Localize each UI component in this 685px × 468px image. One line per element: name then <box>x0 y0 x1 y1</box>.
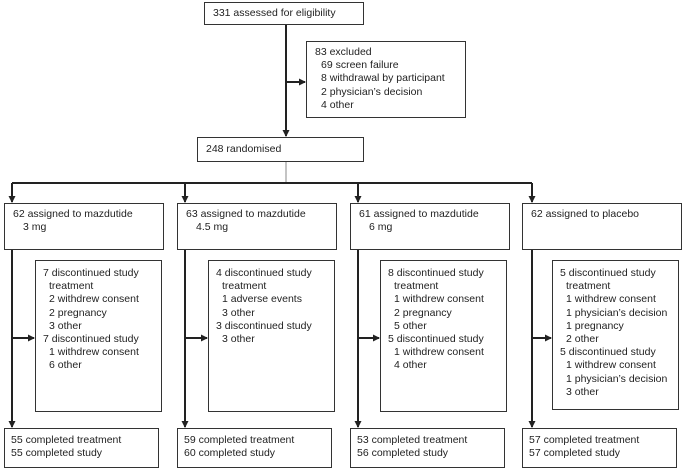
discontinued-line: treatment <box>566 280 611 293</box>
discontinued-line: 1 withdrew consent <box>49 346 139 359</box>
excluded-title: 83 excluded <box>315 46 372 58</box>
screening-text: 331 assessed for eligibility <box>213 7 336 19</box>
screening-box: 331 assessed for eligibility <box>204 2 364 25</box>
discontinued-line: 4 other <box>394 359 427 372</box>
discontinued-line: treatment <box>394 280 439 293</box>
discontinued-line: 1 physician’s decision <box>566 372 668 385</box>
discontinued-line: 3 discontinued study <box>216 319 312 332</box>
discontinued-line: 1 adverse events <box>222 293 302 306</box>
completed-treatment: 53 completed treatment <box>357 434 468 446</box>
arm-dose: 4.5 mg <box>196 221 229 234</box>
discontinued-line: 3 other <box>222 306 255 319</box>
discontinued-line: 1 physician’s decision <box>566 306 668 319</box>
discontinued-line: 1 withdrew consent <box>394 293 484 306</box>
completed-treatment: 57 completed treatment <box>529 434 640 446</box>
discontinued-line: treatment <box>222 280 267 293</box>
excluded-reason: 2 physician’s decision <box>321 85 423 98</box>
discontinued-line: 1 withdrew consent <box>566 359 656 372</box>
discontinued-line: treatment <box>49 280 94 293</box>
randomised-box: 248 randomised <box>197 137 364 162</box>
discontinued-line: 2 withdrew consent <box>49 293 139 306</box>
arm-assigned-count: 63 assigned to mazdutide <box>186 208 306 220</box>
discontinued-line: 3 other <box>222 333 255 346</box>
discontinued-line: 3 other <box>49 319 82 332</box>
discontinued-line: 1 pregnancy <box>566 319 624 332</box>
completed-study: 56 completed study <box>357 447 449 460</box>
discontinued-line: 3 other <box>566 385 599 398</box>
discontinued-line: 5 discontinued study <box>560 267 656 279</box>
discontinued-line: 5 other <box>394 319 427 332</box>
discontinued-line: 2 pregnancy <box>394 306 452 319</box>
discontinued-line: 6 other <box>49 359 82 372</box>
completed-treatment: 55 completed treatment <box>11 434 122 446</box>
completed-study: 55 completed study <box>11 447 103 460</box>
discontinued-line: 5 discontinued study <box>560 346 656 359</box>
randomised-text: 248 randomised <box>206 143 282 155</box>
arm-dose: 6 mg <box>369 221 393 234</box>
completed-study: 57 completed study <box>529 447 621 460</box>
completed-treatment: 59 completed treatment <box>184 434 295 446</box>
arm-assigned-count: 62 assigned to mazdutide <box>13 208 133 220</box>
excluded-reason: 4 other <box>321 98 354 111</box>
arm-assigned-count: 61 assigned to mazdutide <box>359 208 479 220</box>
discontinued-line: 4 discontinued study <box>216 267 312 279</box>
discontinued-line: 1 withdrew consent <box>566 293 656 306</box>
completed-study: 60 completed study <box>184 447 276 460</box>
discontinued-line: 1 withdrew consent <box>394 346 484 359</box>
arm-assigned-box: 62 assigned to placebo <box>522 203 682 250</box>
discontinued-line: 8 discontinued study <box>388 267 484 279</box>
excluded-reason: 69 screen failure <box>321 59 399 72</box>
arm-dose: 3 mg <box>23 221 47 234</box>
excluded-reason: 8 withdrawal by participant <box>321 72 445 85</box>
discontinued-line: 2 other <box>566 333 599 346</box>
discontinued-line: 7 discontinued study <box>43 267 139 279</box>
discontinued-line: 2 pregnancy <box>49 306 107 319</box>
discontinued-line: 7 discontinued study <box>43 333 139 346</box>
arm-assigned-count: 62 assigned to placebo <box>531 208 639 220</box>
discontinued-line: 5 discontinued study <box>388 333 484 346</box>
